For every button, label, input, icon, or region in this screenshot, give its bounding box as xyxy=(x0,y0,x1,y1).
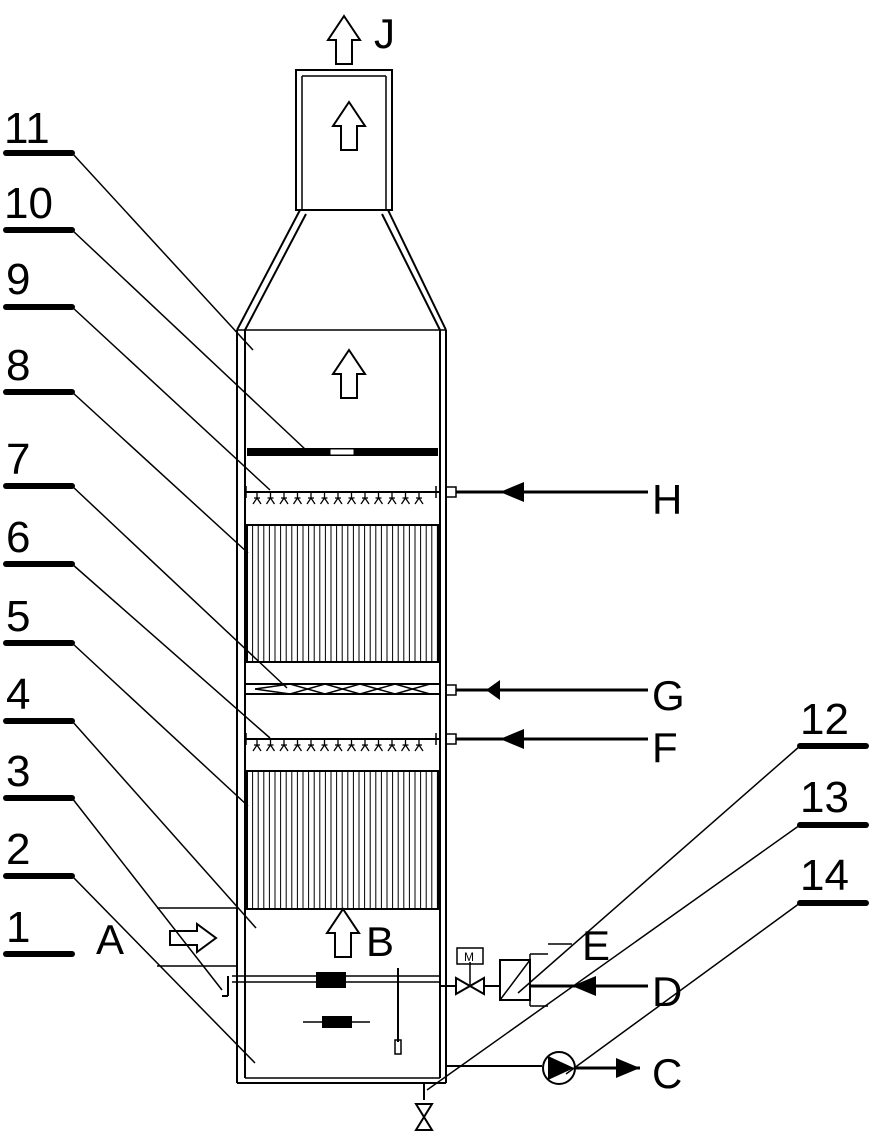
spray-nozzle-icon xyxy=(346,492,357,505)
tower-body xyxy=(236,69,447,1084)
letter-j: J xyxy=(374,10,395,57)
spray-nozzle-icon xyxy=(387,739,397,752)
upper-packing-layer xyxy=(246,524,439,663)
letter-a: A xyxy=(96,916,124,963)
upper-spray-header xyxy=(245,486,440,498)
up-arrow-icon xyxy=(325,907,361,958)
spray-nozzle-icon xyxy=(319,739,330,752)
label-8: 8 xyxy=(6,341,30,390)
lower-packing-layer xyxy=(246,770,439,910)
line-h xyxy=(445,482,648,502)
lower-spray-nozzles xyxy=(252,739,424,752)
letter-e: E xyxy=(582,922,610,969)
label-10: 10 xyxy=(4,179,53,228)
spray-nozzle-icon xyxy=(306,492,316,505)
heater-element xyxy=(322,1016,352,1028)
label-3: 3 xyxy=(6,747,30,796)
up-arrow-icon xyxy=(331,348,367,399)
spray-nozzle-icon xyxy=(387,492,397,505)
spray-nozzle-icon xyxy=(400,492,411,505)
motor-label: M xyxy=(464,950,474,964)
letter-d: D xyxy=(652,968,682,1015)
spray-nozzle-icon xyxy=(252,492,262,505)
letter-b: B xyxy=(366,918,394,965)
spray-nozzle-icon xyxy=(400,739,411,752)
spray-nozzle-icon xyxy=(319,492,330,505)
spray-nozzle-icon xyxy=(414,492,424,505)
spray-nozzle-icon xyxy=(306,739,316,752)
upper-spray-nozzles xyxy=(252,492,424,505)
line-f xyxy=(445,729,648,749)
spray-nozzle-icon xyxy=(292,739,303,752)
letter-h: H xyxy=(652,476,682,523)
label-5: 5 xyxy=(6,592,30,641)
bottom-internals xyxy=(222,968,440,1131)
spray-nozzle-icon xyxy=(279,739,289,752)
spray-nozzle-icon xyxy=(333,739,343,752)
motor-valve-icon xyxy=(455,976,485,996)
label-bars-left xyxy=(3,150,75,957)
spray-nozzle-icon xyxy=(373,492,384,505)
line-c xyxy=(446,1051,640,1085)
drain-valve-icon xyxy=(414,1103,434,1131)
spray-nozzle-icon xyxy=(265,492,276,505)
spray-nozzle-icon xyxy=(360,739,370,752)
label-9: 9 xyxy=(6,255,30,304)
label-12: 12 xyxy=(800,695,849,744)
label-13: 13 xyxy=(800,773,849,822)
line-g xyxy=(445,680,648,700)
right-arrow-icon xyxy=(169,922,218,954)
mid-plate-with-zigzag xyxy=(245,683,440,695)
line-d xyxy=(440,943,648,1007)
heater-element xyxy=(316,972,346,988)
inlet-a xyxy=(157,907,237,967)
up-arrow-icon xyxy=(331,100,367,151)
letter-c: C xyxy=(652,1050,682,1097)
spray-nozzle-icon xyxy=(333,492,343,505)
spray-nozzle-icon xyxy=(252,739,262,752)
spray-nozzle-icon xyxy=(346,739,357,752)
spray-nozzle-icon xyxy=(279,492,289,505)
label-4: 4 xyxy=(6,670,30,719)
label-11: 11 xyxy=(4,104,50,153)
spray-nozzle-icon xyxy=(360,492,370,505)
spray-nozzle-icon xyxy=(373,739,384,752)
label-bars-right xyxy=(797,743,869,906)
up-arrow-icon xyxy=(326,14,362,65)
label-1: 1 xyxy=(6,903,30,952)
label-2: 2 xyxy=(6,825,30,874)
label-14: 14 xyxy=(800,851,849,900)
lower-spray-header xyxy=(245,733,440,745)
demister-layer xyxy=(247,448,438,456)
filter-icon xyxy=(499,959,531,1001)
spray-nozzle-icon xyxy=(265,739,276,752)
letter-g: G xyxy=(652,672,685,719)
label-6: 6 xyxy=(6,513,30,562)
motor-box xyxy=(456,947,484,965)
leader-lines xyxy=(71,152,801,1091)
spray-nozzle-icon xyxy=(292,492,303,505)
label-7: 7 xyxy=(6,435,30,484)
letter-f: F xyxy=(652,724,678,771)
gas-flow-arrows xyxy=(325,14,367,958)
spray-nozzle-icon xyxy=(414,739,424,752)
